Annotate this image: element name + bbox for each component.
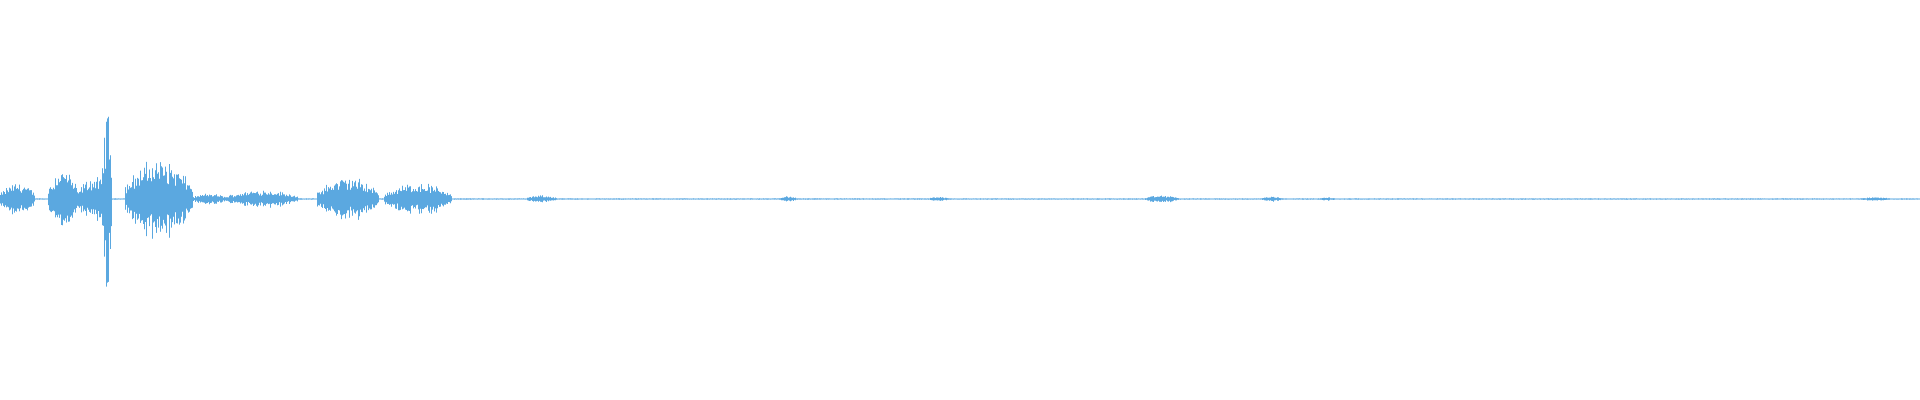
- waveform-trace: [0, 116, 1920, 287]
- waveform-samples: [0, 116, 1920, 287]
